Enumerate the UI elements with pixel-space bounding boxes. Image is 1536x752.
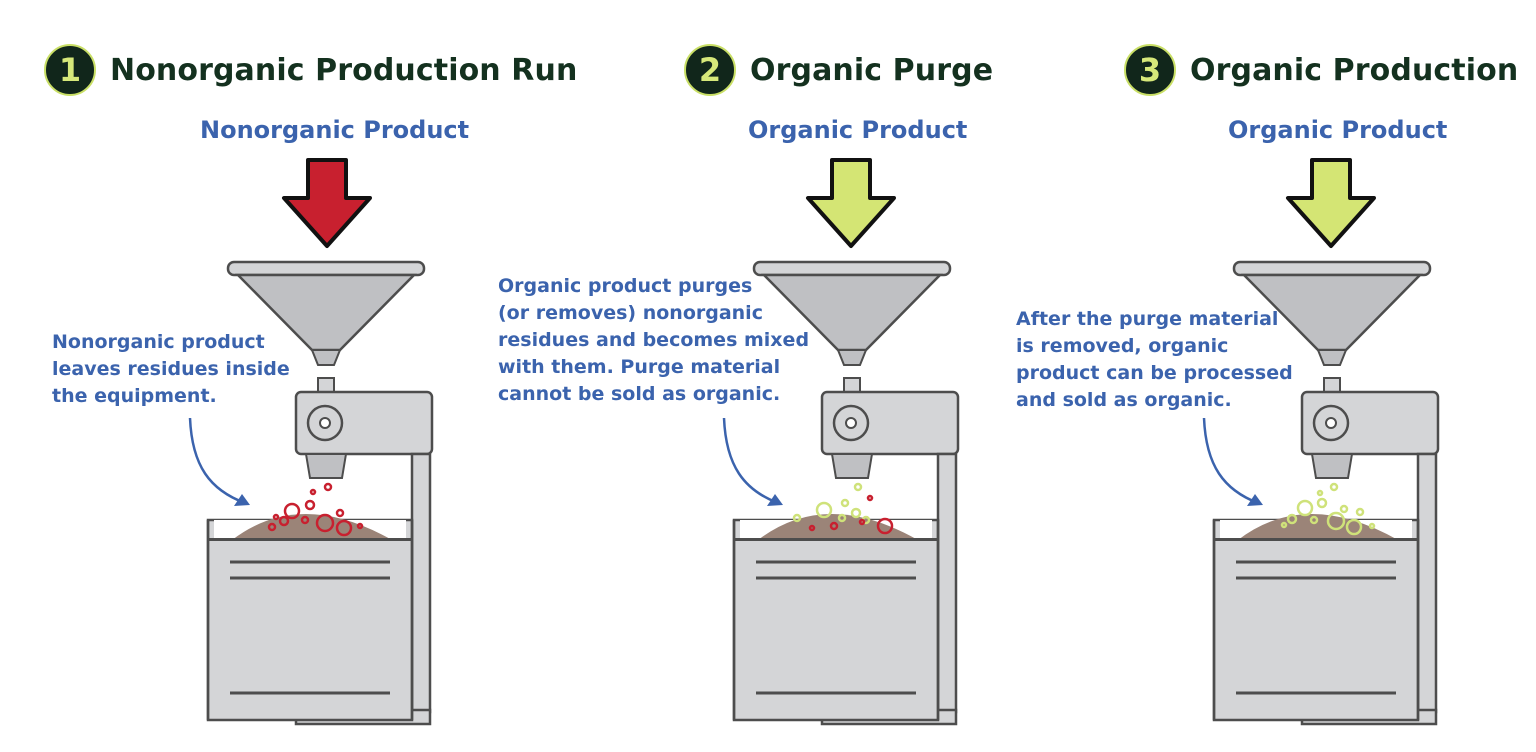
hopper-funnel [761, 273, 943, 352]
grinder-machine [1202, 158, 1440, 726]
step-title: Nonorganic Production Run [110, 52, 578, 88]
collection-bin [1212, 518, 1420, 722]
hopper-rim [226, 260, 426, 277]
down-arrow-icon [282, 158, 372, 248]
red-residue-bubbles-icon [267, 482, 364, 537]
panel-organic-production: 3 Organic Production Organic Product Aft… [1016, 0, 1536, 752]
step-caption: Organic product purges (or removes) nono… [498, 275, 810, 405]
collection-bin [206, 518, 414, 722]
mixed-residue-bubbles-icon [792, 482, 894, 535]
down-arrow-icon [1286, 158, 1376, 248]
grinder-machine [188, 158, 434, 726]
product-pile [232, 514, 392, 540]
panel-organic-purge: 2 Organic Purge Organic Product Organic … [498, 0, 1024, 752]
step-caption: Nonorganic product leaves residues insid… [52, 331, 290, 407]
hopper-funnel [235, 273, 417, 352]
input-product-label: Organic Product [748, 116, 968, 144]
pointer-arrow-icon [188, 417, 246, 505]
step-caption: After the purge material is removed, org… [1016, 308, 1293, 411]
input-product-label: Nonorganic Product [200, 116, 470, 144]
step-header: 1 Nonorganic Production Run [44, 44, 577, 96]
down-arrow-icon [806, 158, 896, 248]
step-title: Organic Purge [750, 52, 994, 88]
step-header: 3 Organic Production [1124, 44, 1518, 96]
hopper-rim [752, 260, 952, 277]
step-number-badge: 2 [684, 44, 736, 96]
step-number-badge: 1 [44, 44, 96, 96]
pointer-arrow-icon [1202, 417, 1259, 505]
step-number-badge: 3 [1124, 44, 1176, 96]
step-header: 2 Organic Purge [684, 44, 993, 96]
hopper-rim [1232, 260, 1432, 277]
step-title: Organic Production [1190, 52, 1519, 88]
input-product-label: Organic Product [1228, 116, 1448, 144]
collection-bin [732, 518, 940, 722]
hopper-funnel [1241, 273, 1423, 352]
panel-nonorganic-run: 1 Nonorganic Production Run Nonorganic P… [0, 0, 577, 752]
grinder-machine [722, 158, 960, 726]
green-residue-bubbles-icon [1280, 482, 1376, 536]
pointer-arrow-icon [722, 417, 779, 505]
